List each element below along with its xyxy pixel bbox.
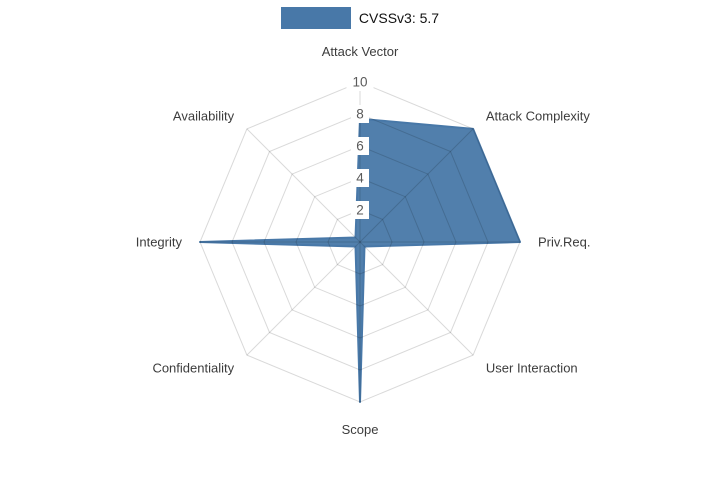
radial-tick-label-bg	[351, 137, 369, 155]
grid-spoke	[359, 241, 474, 356]
axis-label-integrity: Integrity	[136, 235, 183, 250]
radial-tick-label-bg	[351, 169, 369, 187]
axis-label-priv-req: Priv.Req.	[538, 235, 591, 250]
grid-spoke	[246, 128, 361, 243]
radial-tick-label: 2	[356, 203, 364, 218]
radial-tick-label: 10	[352, 75, 367, 90]
grid-ring	[327, 209, 393, 275]
radial-tick-label-bg	[351, 201, 369, 219]
radial-tick-label-bg	[346, 73, 374, 91]
grid-spoke	[359, 128, 474, 243]
grid-ring	[199, 81, 521, 403]
grid-ring	[263, 145, 457, 339]
radial-tick-label: 4	[356, 171, 364, 186]
legend[interactable]: CVSSv3: 5.7	[0, 7, 720, 29]
axis-label-attack-complexity: Attack Complexity	[486, 109, 591, 124]
legend-swatch	[280, 7, 351, 29]
axis-label-availability: Availability	[173, 109, 235, 124]
radial-tick-label: 6	[356, 139, 364, 154]
grid-ring	[231, 113, 489, 371]
legend-label: CVSSv3: 5.7	[358, 10, 440, 26]
grid-spoke	[246, 241, 361, 356]
axis-label-confidentiality: Confidentiality	[152, 360, 234, 375]
grid-ring	[295, 177, 425, 307]
series-polygon[interactable]	[199, 117, 521, 403]
axis-label-attack-vector: Attack Vector	[322, 44, 399, 59]
axis-label-user-interaction: User Interaction	[486, 360, 578, 375]
axis-label-scope: Scope	[342, 422, 379, 437]
radial-tick-label: 8	[356, 107, 364, 122]
radial-tick-label-bg	[351, 105, 369, 123]
